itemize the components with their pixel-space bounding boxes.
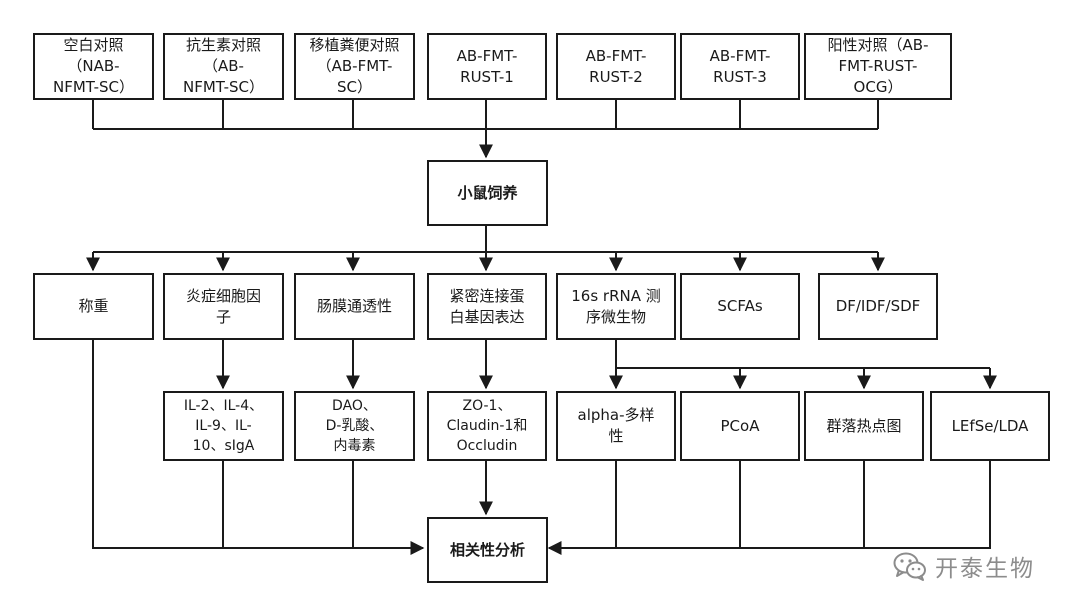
detail-box-zo1: ZO-1、 Claudin-1和 Occludin <box>427 391 547 461</box>
group-box-rust-3: AB-FMT- RUST-3 <box>680 33 800 100</box>
watermark: 开泰生物 <box>893 548 1063 584</box>
detail-box-interleukins: IL-2、IL-4、 IL-9、IL- 10、sIgA <box>163 391 284 461</box>
wechat-icon <box>893 552 926 581</box>
detail-box-dao: DAO、 D-乳酸、 内毒素 <box>294 391 415 461</box>
right-feed <box>547 461 991 555</box>
detail-box-pcoa: PCoA <box>680 391 800 461</box>
detail-box-heatmap: 群落热点图 <box>804 391 924 461</box>
measure-box-dietary-fiber: DF/IDF/SDF <box>818 273 938 340</box>
group-box-rust-1: AB-FMT- RUST-1 <box>427 33 547 100</box>
left-feed <box>92 340 425 555</box>
measure-box-permeability: 肠膜通透性 <box>294 273 415 340</box>
detail-box-alpha-diversity: alpha-多样 性 <box>556 391 676 461</box>
group-box-fmt-control: 移植粪便对照 （AB-FMT- SC） <box>294 33 415 100</box>
measure-box-weight: 称重 <box>33 273 154 340</box>
group-box-antibiotic-control: 抗生素对照 （AB- NFMT-SC） <box>163 33 284 100</box>
group-box-blank-control: 空白对照 （NAB- NFMT-SC） <box>33 33 154 100</box>
measure-box-scfas: SCFAs <box>680 273 800 340</box>
group-box-rust-2: AB-FMT- RUST-2 <box>556 33 676 100</box>
group-box-positive-control: 阳性对照（AB- FMT-RUST- OCG） <box>804 33 952 100</box>
correlation-box: 相关性分析 <box>427 517 548 583</box>
feeding-box: 小鼠饲养 <box>427 160 548 226</box>
measure-box-16s-rrna: 16s rRNA 测 序微生物 <box>556 273 676 340</box>
measure-box-cytokines: 炎症细胞因 子 <box>163 273 284 340</box>
measure-box-tight-junction: 紧密连接蛋 白基因表达 <box>427 273 547 340</box>
watermark-text: 开泰生物 <box>935 556 1035 582</box>
detail-box-lefse: LEfSe/LDA <box>930 391 1050 461</box>
